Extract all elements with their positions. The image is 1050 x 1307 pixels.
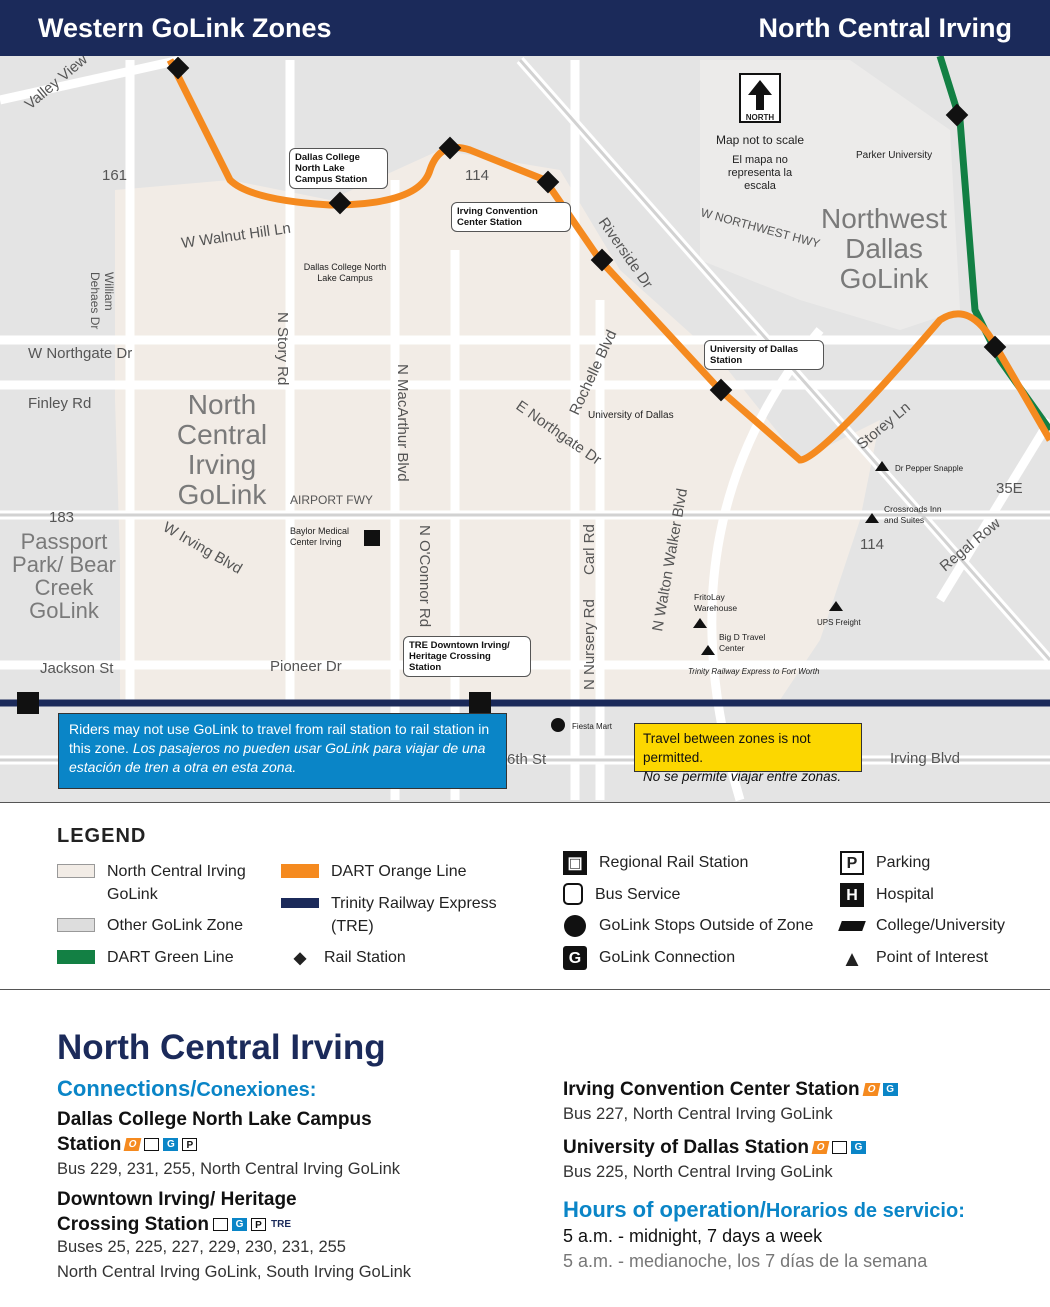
road-label: 35E (996, 480, 1023, 497)
golink-stop-outside-zone-icon (551, 718, 565, 732)
header-left-title: Western GoLink Zones (38, 12, 332, 43)
road-label: N Nursery Rd (581, 599, 598, 690)
hospital-icon: H (840, 883, 864, 907)
point-of-interest-icon: ▲ (841, 945, 863, 971)
road-label: AIRPORT FWY (290, 493, 373, 507)
road-label: W Northgate Dr (28, 345, 132, 362)
parking-icon: P (840, 851, 864, 875)
north-arrow: NORTH Map not to scale (716, 73, 804, 147)
legend-label: DART Green Line (107, 949, 234, 966)
rail-station-icon (983, 335, 1007, 359)
poi-label: Dallas College North Lake Campus (303, 262, 387, 283)
station-routes: Bus 227, North Central Irving GoLink (563, 1105, 833, 1123)
legend: LEGEND North Central Irving GoLink Other… (0, 802, 1050, 990)
poi-label: University of Dallas (588, 410, 674, 421)
road-label: N Story Rd (274, 312, 291, 385)
legend-label: College/University (876, 917, 1005, 934)
legend-label: North Central Irving GoLink (107, 863, 246, 903)
poi-label: FritoLay Warehouse (694, 592, 738, 613)
legend-label: Rail Station (324, 949, 406, 966)
tre-label: Trinity Railway Express to Fort Worth (688, 667, 820, 676)
bus-icon (563, 883, 583, 905)
header-right-title: North Central Irving (758, 12, 1012, 43)
legend-label: Regional Rail Station (599, 854, 749, 871)
zone-label-north-central-irving: North Central Irving GoLink (176, 389, 268, 510)
hours-text-es: 5 a.m. - medianoche, los 7 días de la se… (563, 1251, 928, 1271)
map-scale-es: El mapa no representa la escala (727, 154, 793, 192)
road-label: Carl Rd (581, 524, 598, 575)
map[interactable]: Valley View 161 W Walnut Hill Ln W North… (0, 56, 1050, 802)
section-title: North Central Irving (57, 1028, 386, 1067)
poi-label: Fiesta Mart (572, 722, 613, 731)
north-arrow-icon (748, 80, 772, 110)
legend-label: Point of Interest (876, 949, 989, 966)
college-icon (838, 914, 866, 938)
rail-station-icon: ◆ (293, 949, 307, 967)
connections-heading: Connections/Conexiones: (57, 1076, 317, 1101)
golink-stop-outside-icon (563, 914, 587, 938)
poi-label: Baylor Medical Center Irving (290, 526, 350, 547)
header: Western GoLink Zones North Central Irvin… (0, 0, 1050, 56)
regional-rail-station-icon (469, 692, 491, 714)
zone-label-passport-park: Passport Park/ Bear Creek GoLink (12, 529, 116, 623)
regional-rail-station-icon (17, 692, 39, 714)
zone-travel-notice: Travel between zones is not permitted.No… (634, 723, 862, 784)
road-label: 161 (102, 167, 127, 184)
hours-text: 5 a.m. - midnight, 7 days a week (563, 1226, 823, 1246)
map-canvas: Valley View 161 W Walnut Hill Ln W North… (0, 56, 1050, 802)
road-label: 114 (860, 536, 884, 553)
rail-station-icon (709, 378, 733, 402)
road-label: Jackson St (40, 660, 114, 677)
legend-label: DART Orange Line (331, 863, 467, 880)
road-label: Pioneer Dr (270, 658, 342, 675)
poi-label: Crossroads Inn and Suites (884, 504, 942, 525)
dart-orange-line (166, 58, 1050, 464)
road-label: Finley Rd (28, 395, 91, 412)
station-name: Dallas College North Lake Campus Station… (57, 1109, 372, 1155)
legend-label: GoLink Stops Outside of Zone (599, 917, 814, 934)
road-label: William Dehaes Dr (88, 272, 116, 330)
svg-text:NORTH: NORTH (746, 113, 775, 122)
road-label: 183 (49, 509, 74, 526)
station-name: Downtown Irving/ Heritage Crossing Stati… (57, 1189, 297, 1235)
zone-north-central-irving (115, 150, 880, 700)
hospital-icon (364, 530, 380, 546)
legend-label: Parking (876, 854, 931, 871)
legend-label: Other GoLink Zone (107, 917, 244, 934)
road-label: 6th St (507, 751, 547, 768)
poi-label: UPS Freight (817, 618, 861, 627)
hours-heading: Hours of operation/Horarios de servicio: (563, 1197, 965, 1222)
road-label: Irving Blvd (890, 750, 960, 767)
poi-label: Parker University (856, 150, 932, 161)
station-routes: Bus 225, North Central Irving GoLink (563, 1163, 833, 1181)
poi-label: Dr Pepper Snapple (895, 464, 964, 473)
station-callout: TRE Downtown Irving/ Heritage Crossing S… (403, 636, 531, 677)
legend-title: LEGEND (57, 825, 147, 847)
legend-label: Hospital (876, 886, 934, 903)
road-label: N O'Connor Rd (416, 525, 433, 627)
station-callout: Dallas College North Lake Campus Station (289, 148, 388, 189)
road-label: 114 (465, 167, 489, 184)
svg-text:Map not to scale: Map not to scale (716, 133, 804, 147)
legend-label: Bus Service (595, 886, 681, 903)
golink-connection-icon: G (563, 946, 587, 970)
legend-label: Trinity Railway Express (TRE) (331, 895, 497, 935)
station-routes: Buses 25, 225, 227, 229, 230, 231, 255 (57, 1238, 346, 1256)
station-callout: University of Dallas Station (704, 340, 824, 370)
station-routes: North Central Irving GoLink, South Irvin… (57, 1263, 412, 1281)
rail-station-icon (945, 103, 969, 127)
poi-label: Big D Travel Center (719, 632, 766, 653)
rail-to-rail-notice: Riders may not use GoLink to travel from… (58, 713, 507, 789)
regional-rail-icon: ▣ (563, 851, 587, 875)
zone-label-northwest-dallas: Northwest Dallas GoLink (820, 203, 948, 294)
road-label: N MacArthur Blvd (394, 364, 411, 482)
station-routes: Bus 229, 231, 255, North Central Irving … (57, 1160, 401, 1178)
station-callout: Irving Convention Center Station (451, 202, 571, 232)
legend-label: GoLink Connection (599, 949, 736, 966)
